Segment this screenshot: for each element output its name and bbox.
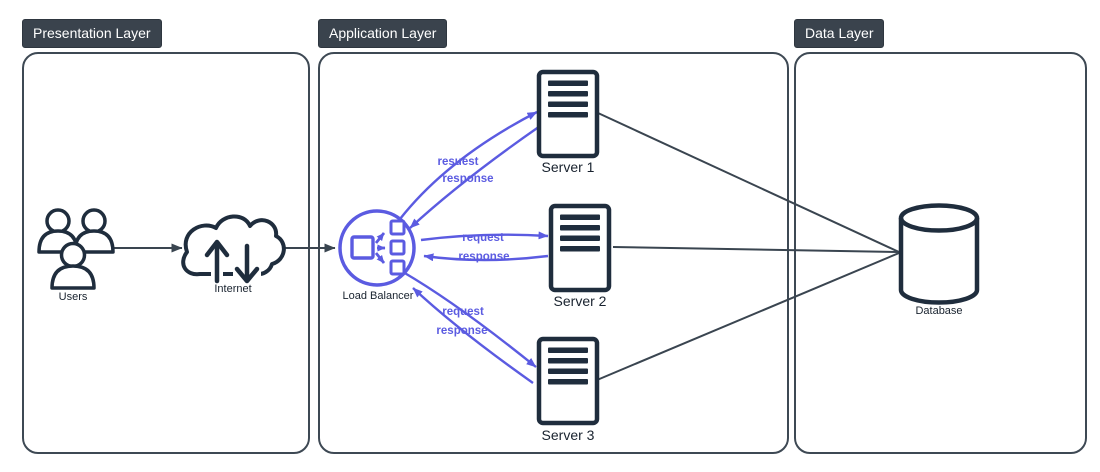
- presentation-layer-badge: Presentation Layer: [22, 19, 162, 48]
- edge-request-server1: [399, 110, 538, 220]
- presentation-layer-box: [22, 52, 310, 454]
- server1-request-label: resuest: [437, 156, 479, 168]
- data-layer-badge: Data Layer: [794, 19, 885, 48]
- server3-icon: [536, 336, 600, 426]
- edge-response-server2: [423, 253, 549, 262]
- internet-cloud-icon: [181, 214, 286, 284]
- server2-label: Server 2: [553, 293, 607, 309]
- load-balancer-label: Load Balancer: [342, 290, 414, 302]
- load-balancer-icon: [338, 209, 416, 287]
- data-layer-box: [794, 52, 1087, 454]
- server2-request-label: request: [462, 232, 504, 244]
- database-icon: [898, 203, 980, 305]
- server3-response-label: response: [436, 325, 488, 337]
- edge-request-server2: [420, 231, 549, 242]
- server3-request-label: request: [442, 306, 484, 318]
- users-label: Users: [58, 291, 88, 303]
- server1-label: Server 1: [541, 159, 595, 175]
- edge-response-server1: [409, 123, 544, 229]
- edge-response-server3: [412, 287, 534, 384]
- connector-server3-database: [596, 252, 900, 381]
- edge-request-server3: [402, 270, 537, 368]
- server1-icon: [536, 69, 600, 159]
- users-icon: [37, 208, 115, 290]
- server2-response-label: response: [458, 251, 510, 263]
- connector-server2-database: [612, 246, 900, 253]
- connector-server1-database: [597, 112, 900, 253]
- server1-response-label: response: [442, 173, 494, 185]
- internet-label: Internet: [214, 283, 252, 295]
- server3-label: Server 3: [541, 427, 595, 443]
- application-layer-box: [318, 52, 789, 454]
- application-layer-badge: Application Layer: [318, 19, 448, 48]
- database-label: Database: [915, 305, 963, 317]
- server2-icon: [548, 203, 612, 293]
